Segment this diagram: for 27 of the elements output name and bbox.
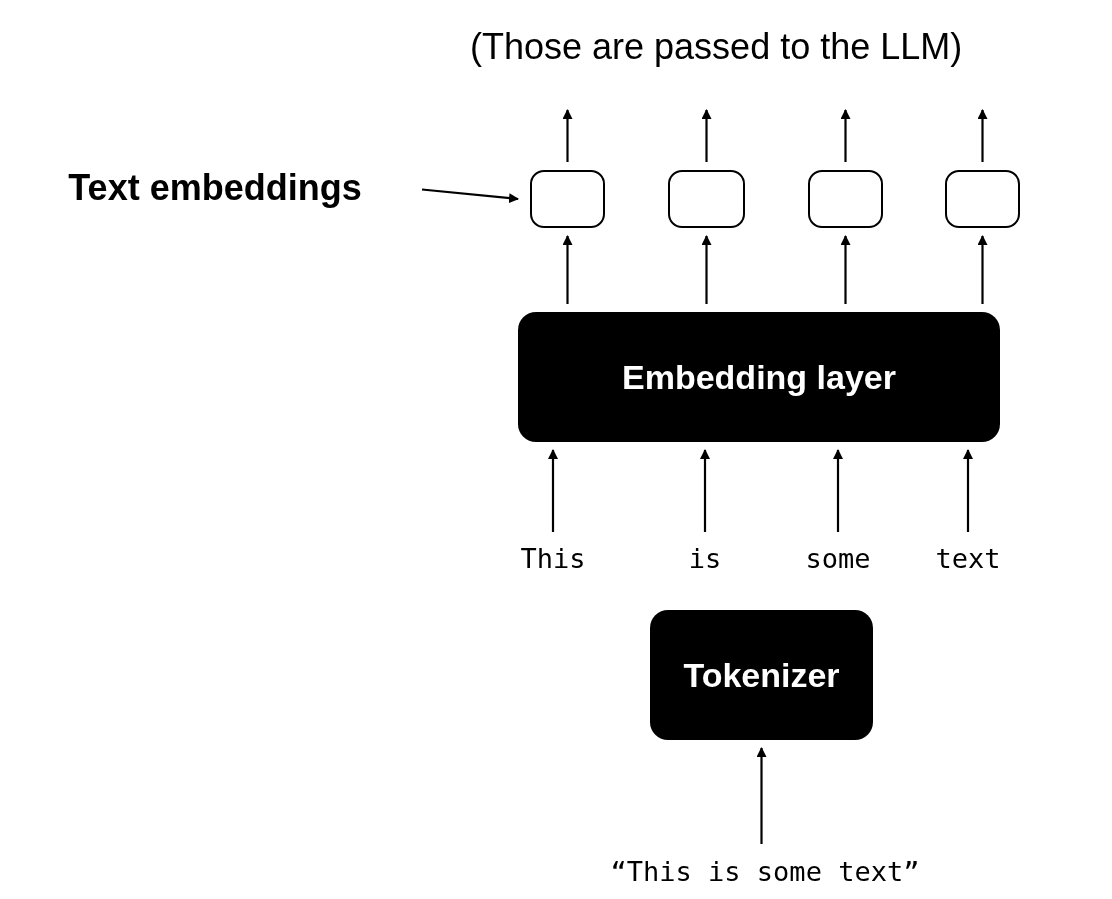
arrow	[977, 235, 988, 304]
arrow	[562, 109, 573, 162]
process-block: Embedding layer	[518, 312, 1000, 442]
arrow	[756, 747, 767, 844]
embedding-box	[530, 170, 605, 228]
embedding-box	[808, 170, 883, 228]
arrow	[833, 449, 843, 532]
callout-label: Text embeddings	[20, 165, 410, 210]
note-text: (Those are passed to the LLM)	[470, 26, 964, 68]
token-text: “This is some text”	[535, 852, 995, 890]
embedding-box	[945, 170, 1020, 228]
token-text: This	[513, 540, 593, 576]
token-text: some	[798, 540, 878, 576]
arrow	[700, 449, 710, 532]
arrow	[840, 235, 851, 304]
process-block: Tokenizer	[650, 610, 873, 740]
token-text: text	[928, 540, 1008, 576]
arrow	[963, 449, 973, 532]
arrow	[562, 235, 573, 304]
token-text: is	[675, 540, 735, 576]
arrow	[840, 109, 851, 162]
arrow	[977, 109, 988, 162]
arrow	[548, 449, 558, 532]
embedding-box	[668, 170, 745, 228]
arrow	[421, 188, 519, 204]
arrow	[701, 109, 712, 162]
arrow	[701, 235, 712, 304]
